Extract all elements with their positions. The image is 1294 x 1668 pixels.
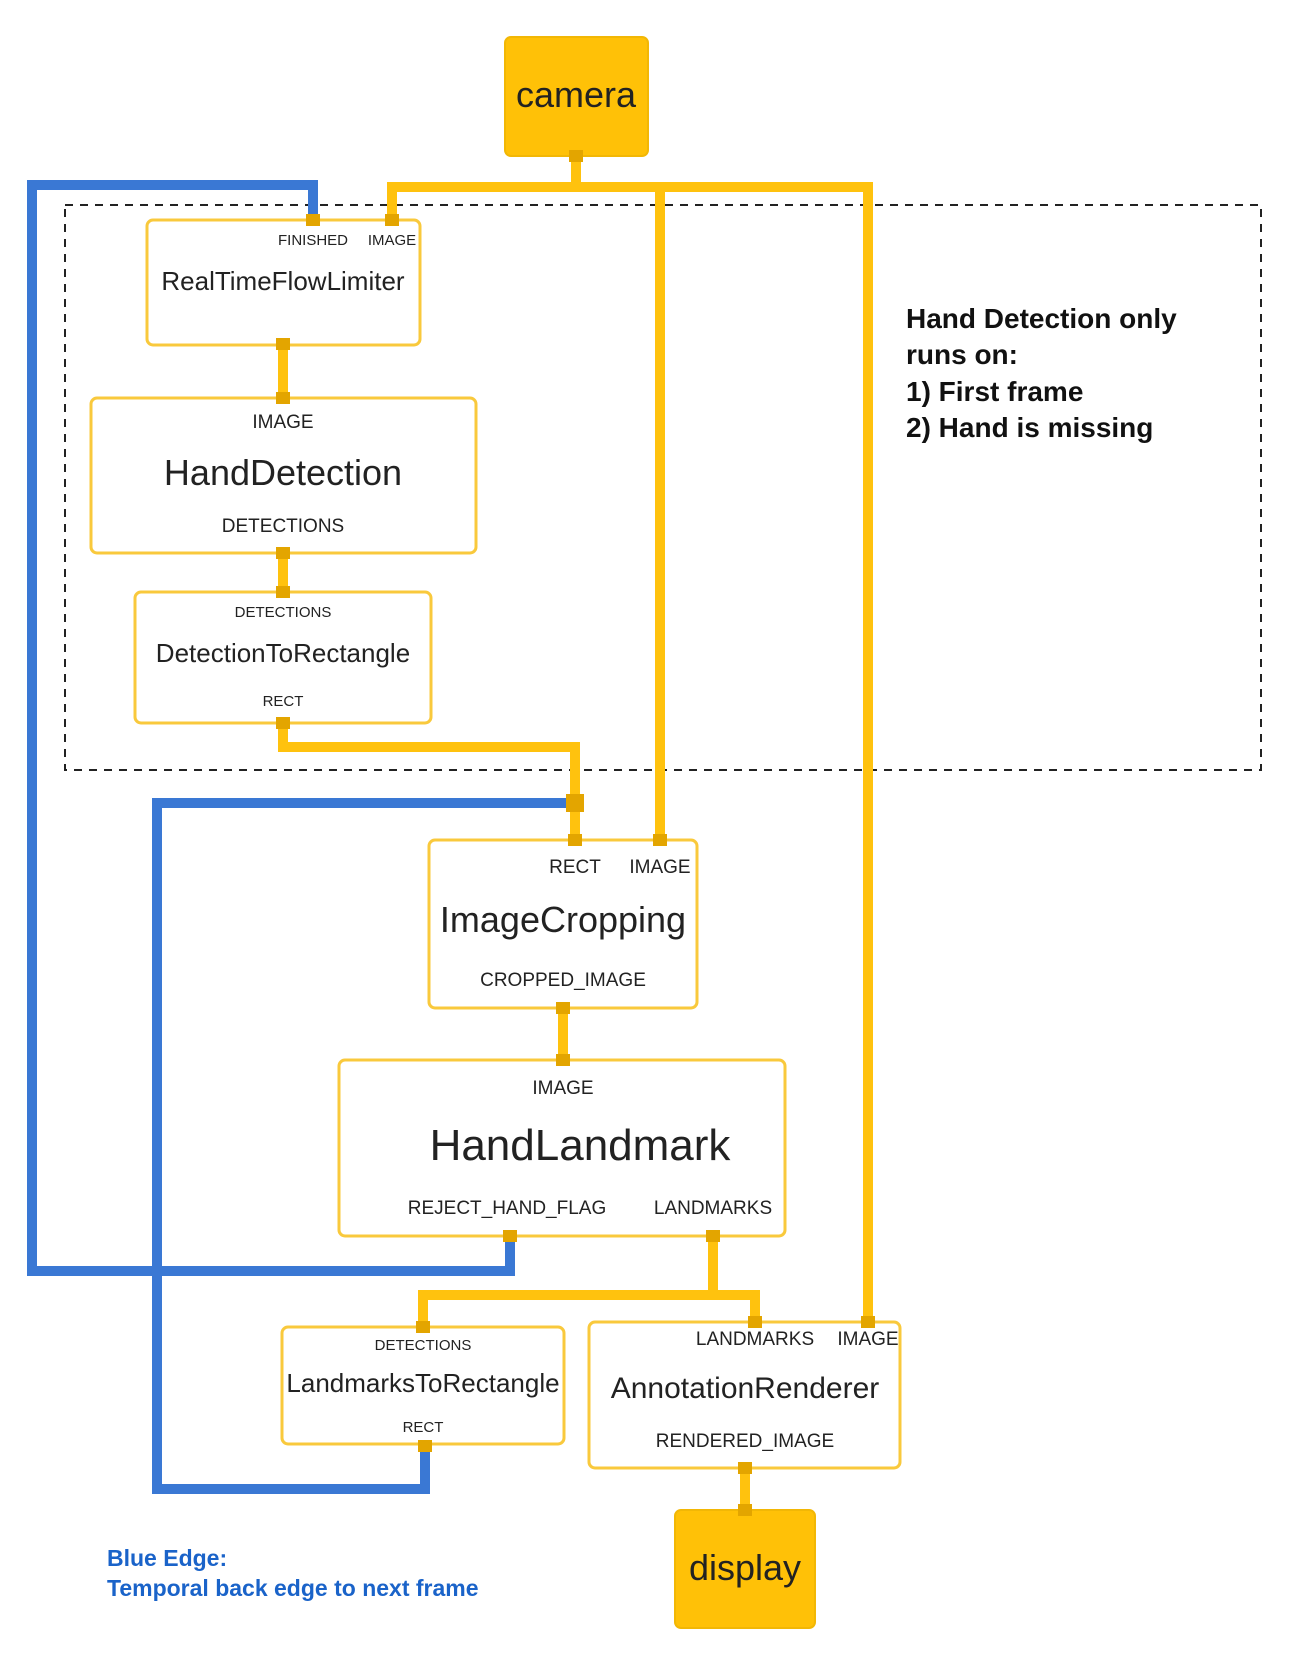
note-line-3: 1) First frame [906, 376, 1083, 407]
detection-to-rect-input: DETECTIONS [235, 604, 332, 621]
port-det2rect-in [276, 586, 290, 598]
hand-detection-input: IMAGE [252, 412, 313, 433]
hand-landmark-input: IMAGE [532, 1078, 593, 1099]
port-display-in [738, 1504, 752, 1516]
flow-limiter-input-finished: FINISHED [278, 232, 348, 249]
edge-landmarks-to-renderer [713, 1290, 760, 1322]
port-cropping-out [556, 1002, 570, 1014]
port-renderer-landmarks [748, 1316, 762, 1328]
flow-limiter-title: RealTimeFlowLimiter [161, 266, 405, 296]
port-detection-in [276, 392, 290, 404]
image-cropping-input-image: IMAGE [629, 857, 690, 878]
annotation-renderer-input-image: IMAGE [837, 1329, 898, 1350]
legend: Blue Edge: Temporal back edge to next fr… [107, 1545, 479, 1601]
port-markers [276, 150, 875, 1516]
flow-limiter-input-image: IMAGE [368, 232, 416, 249]
port-back-edge-join [566, 794, 584, 812]
detection-to-rect-title: DetectionToRectangle [156, 638, 410, 668]
image-cropping-output: CROPPED_IMAGE [480, 970, 646, 991]
landmarks-to-rect-output: RECT [403, 1419, 444, 1436]
annotation-renderer-title: AnnotationRenderer [611, 1372, 880, 1405]
port-landmark-landmarks [706, 1230, 720, 1242]
image-cropping-input-rect: RECT [549, 857, 601, 878]
hand-detection-title: HandDetection [164, 452, 402, 493]
port-renderer-out [738, 1462, 752, 1474]
note-line-2: runs on: [906, 339, 1018, 370]
hand-landmark-output-landmarks: LANDMARKS [654, 1198, 772, 1219]
port-limiter-out [276, 338, 290, 350]
landmarks-to-rect-input: DETECTIONS [375, 1337, 472, 1354]
note-line-4: 2) Hand is missing [906, 412, 1153, 443]
hand-detection-note: Hand Detection only runs on: 1) First fr… [906, 303, 1177, 443]
note-line-1: Hand Detection only [906, 303, 1177, 334]
annotation-renderer-input-landmarks: LANDMARKS [696, 1329, 814, 1350]
port-l2r-in [416, 1321, 430, 1333]
detection-to-rect-output: RECT [263, 693, 304, 710]
port-detection-out [276, 547, 290, 559]
port-landmark-reject [503, 1230, 517, 1242]
port-limiter-image [385, 214, 399, 226]
port-cropping-image [653, 834, 667, 846]
port-landmark-in [556, 1054, 570, 1066]
port-camera-out [569, 150, 583, 162]
hand-landmark-title: HandLandmark [430, 1121, 732, 1170]
landmarks-to-rect-title: LandmarksToRectangle [286, 1368, 559, 1398]
port-limiter-finished [306, 214, 320, 226]
display-label: display [689, 1547, 801, 1588]
edge-rect-to-cropping [278, 723, 580, 840]
legend-title: Blue Edge: [107, 1545, 227, 1571]
edge-camera-to-limiter [387, 182, 873, 1322]
port-det2rect-out [276, 717, 290, 729]
back-edge-rect-to-cropping [152, 798, 575, 1494]
port-renderer-image [861, 1316, 875, 1328]
port-cropping-rect [568, 834, 582, 846]
annotation-renderer-output: RENDERED_IMAGE [656, 1431, 834, 1452]
camera-label: camera [516, 74, 637, 115]
legend-description: Temporal back edge to next frame [107, 1575, 479, 1601]
image-cropping-title: ImageCropping [440, 899, 686, 940]
edge-landmarks-split [418, 1236, 718, 1327]
hand-detection-output: DETECTIONS [222, 516, 344, 537]
port-l2r-out [418, 1440, 432, 1452]
back-edge-reject-flag-to-finished [27, 180, 515, 1276]
hand-landmark-output-reject: REJECT_HAND_FLAG [408, 1198, 607, 1219]
